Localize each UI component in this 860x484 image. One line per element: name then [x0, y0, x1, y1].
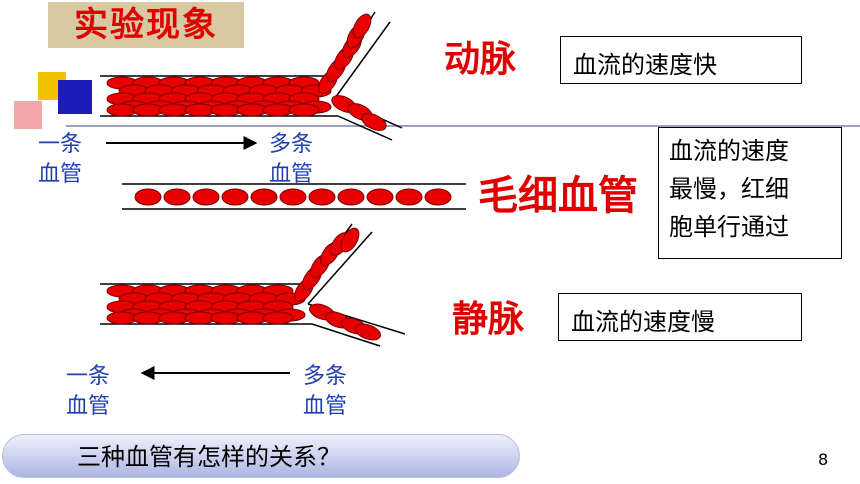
decor-square-pink [14, 101, 42, 129]
label-line: 血管 [302, 394, 347, 419]
header-rule [66, 125, 860, 127]
red-blood-cell [163, 188, 191, 206]
capillary-description-line: 胞单行通过 [669, 213, 789, 241]
label-line: 血管 [268, 162, 313, 187]
vein-red-cells [106, 227, 381, 341]
slide-title: 实验现象 [48, 2, 244, 48]
multiple-vessels-label-top: 多条 血管 [256, 130, 326, 190]
label-line: 一条 [65, 364, 110, 389]
artery-red-cells [106, 13, 387, 131]
red-blood-cell [262, 311, 294, 325]
label-line: 血管 [65, 394, 110, 419]
vein-label: 静脉 [452, 299, 525, 340]
label-line: 血管 [37, 162, 82, 187]
capillary-description-line: 最慢，红细 [669, 175, 789, 203]
single-vessel-label-bottom: 一条 血管 [58, 362, 118, 422]
red-blood-cell [424, 188, 452, 206]
decor-square-blue [58, 80, 92, 114]
capillary-red-cells [134, 188, 452, 206]
label-line: 多条 [268, 132, 313, 157]
red-blood-cell [288, 103, 320, 117]
artery-description-box: 血流的速度快 [560, 36, 802, 84]
red-blood-cell [395, 188, 423, 206]
label-line: 一条 [37, 132, 82, 157]
capillary-description-line: 血流的速度 [669, 137, 789, 165]
page-number: 8 [818, 450, 829, 469]
red-blood-cell [192, 188, 220, 206]
red-blood-cell [352, 13, 372, 39]
capillary-vessel [122, 183, 466, 210]
label-line: 多条 [302, 364, 347, 389]
multiple-vessels-label-bottom: 多条 血管 [290, 362, 360, 422]
red-blood-cell [366, 188, 394, 206]
artery-label: 动脉 [444, 39, 517, 80]
red-blood-cell [279, 188, 307, 206]
red-blood-cell [308, 188, 336, 206]
red-blood-cell [221, 188, 249, 206]
vein-description: 血流的速度慢 [571, 308, 715, 336]
vein-vessel [100, 223, 406, 347]
red-blood-cell [337, 188, 365, 206]
artery-vessel [100, 11, 403, 141]
capillary-description-box: 血流的速度 最慢，红细 胞单行通过 [658, 127, 842, 259]
single-vessel-label-top: 一条 血管 [30, 130, 90, 190]
vein-description-box: 血流的速度慢 [558, 293, 802, 341]
red-blood-cell [134, 188, 162, 206]
artery-description: 血流的速度快 [573, 51, 717, 79]
red-blood-cell [361, 113, 387, 131]
red-blood-cell [250, 188, 278, 206]
red-blood-cell [355, 323, 381, 341]
question-banner: 三种血管有怎样的关系？ [2, 434, 520, 478]
capillary-label: 毛细血管 [478, 173, 638, 219]
red-blood-cell [340, 227, 360, 253]
